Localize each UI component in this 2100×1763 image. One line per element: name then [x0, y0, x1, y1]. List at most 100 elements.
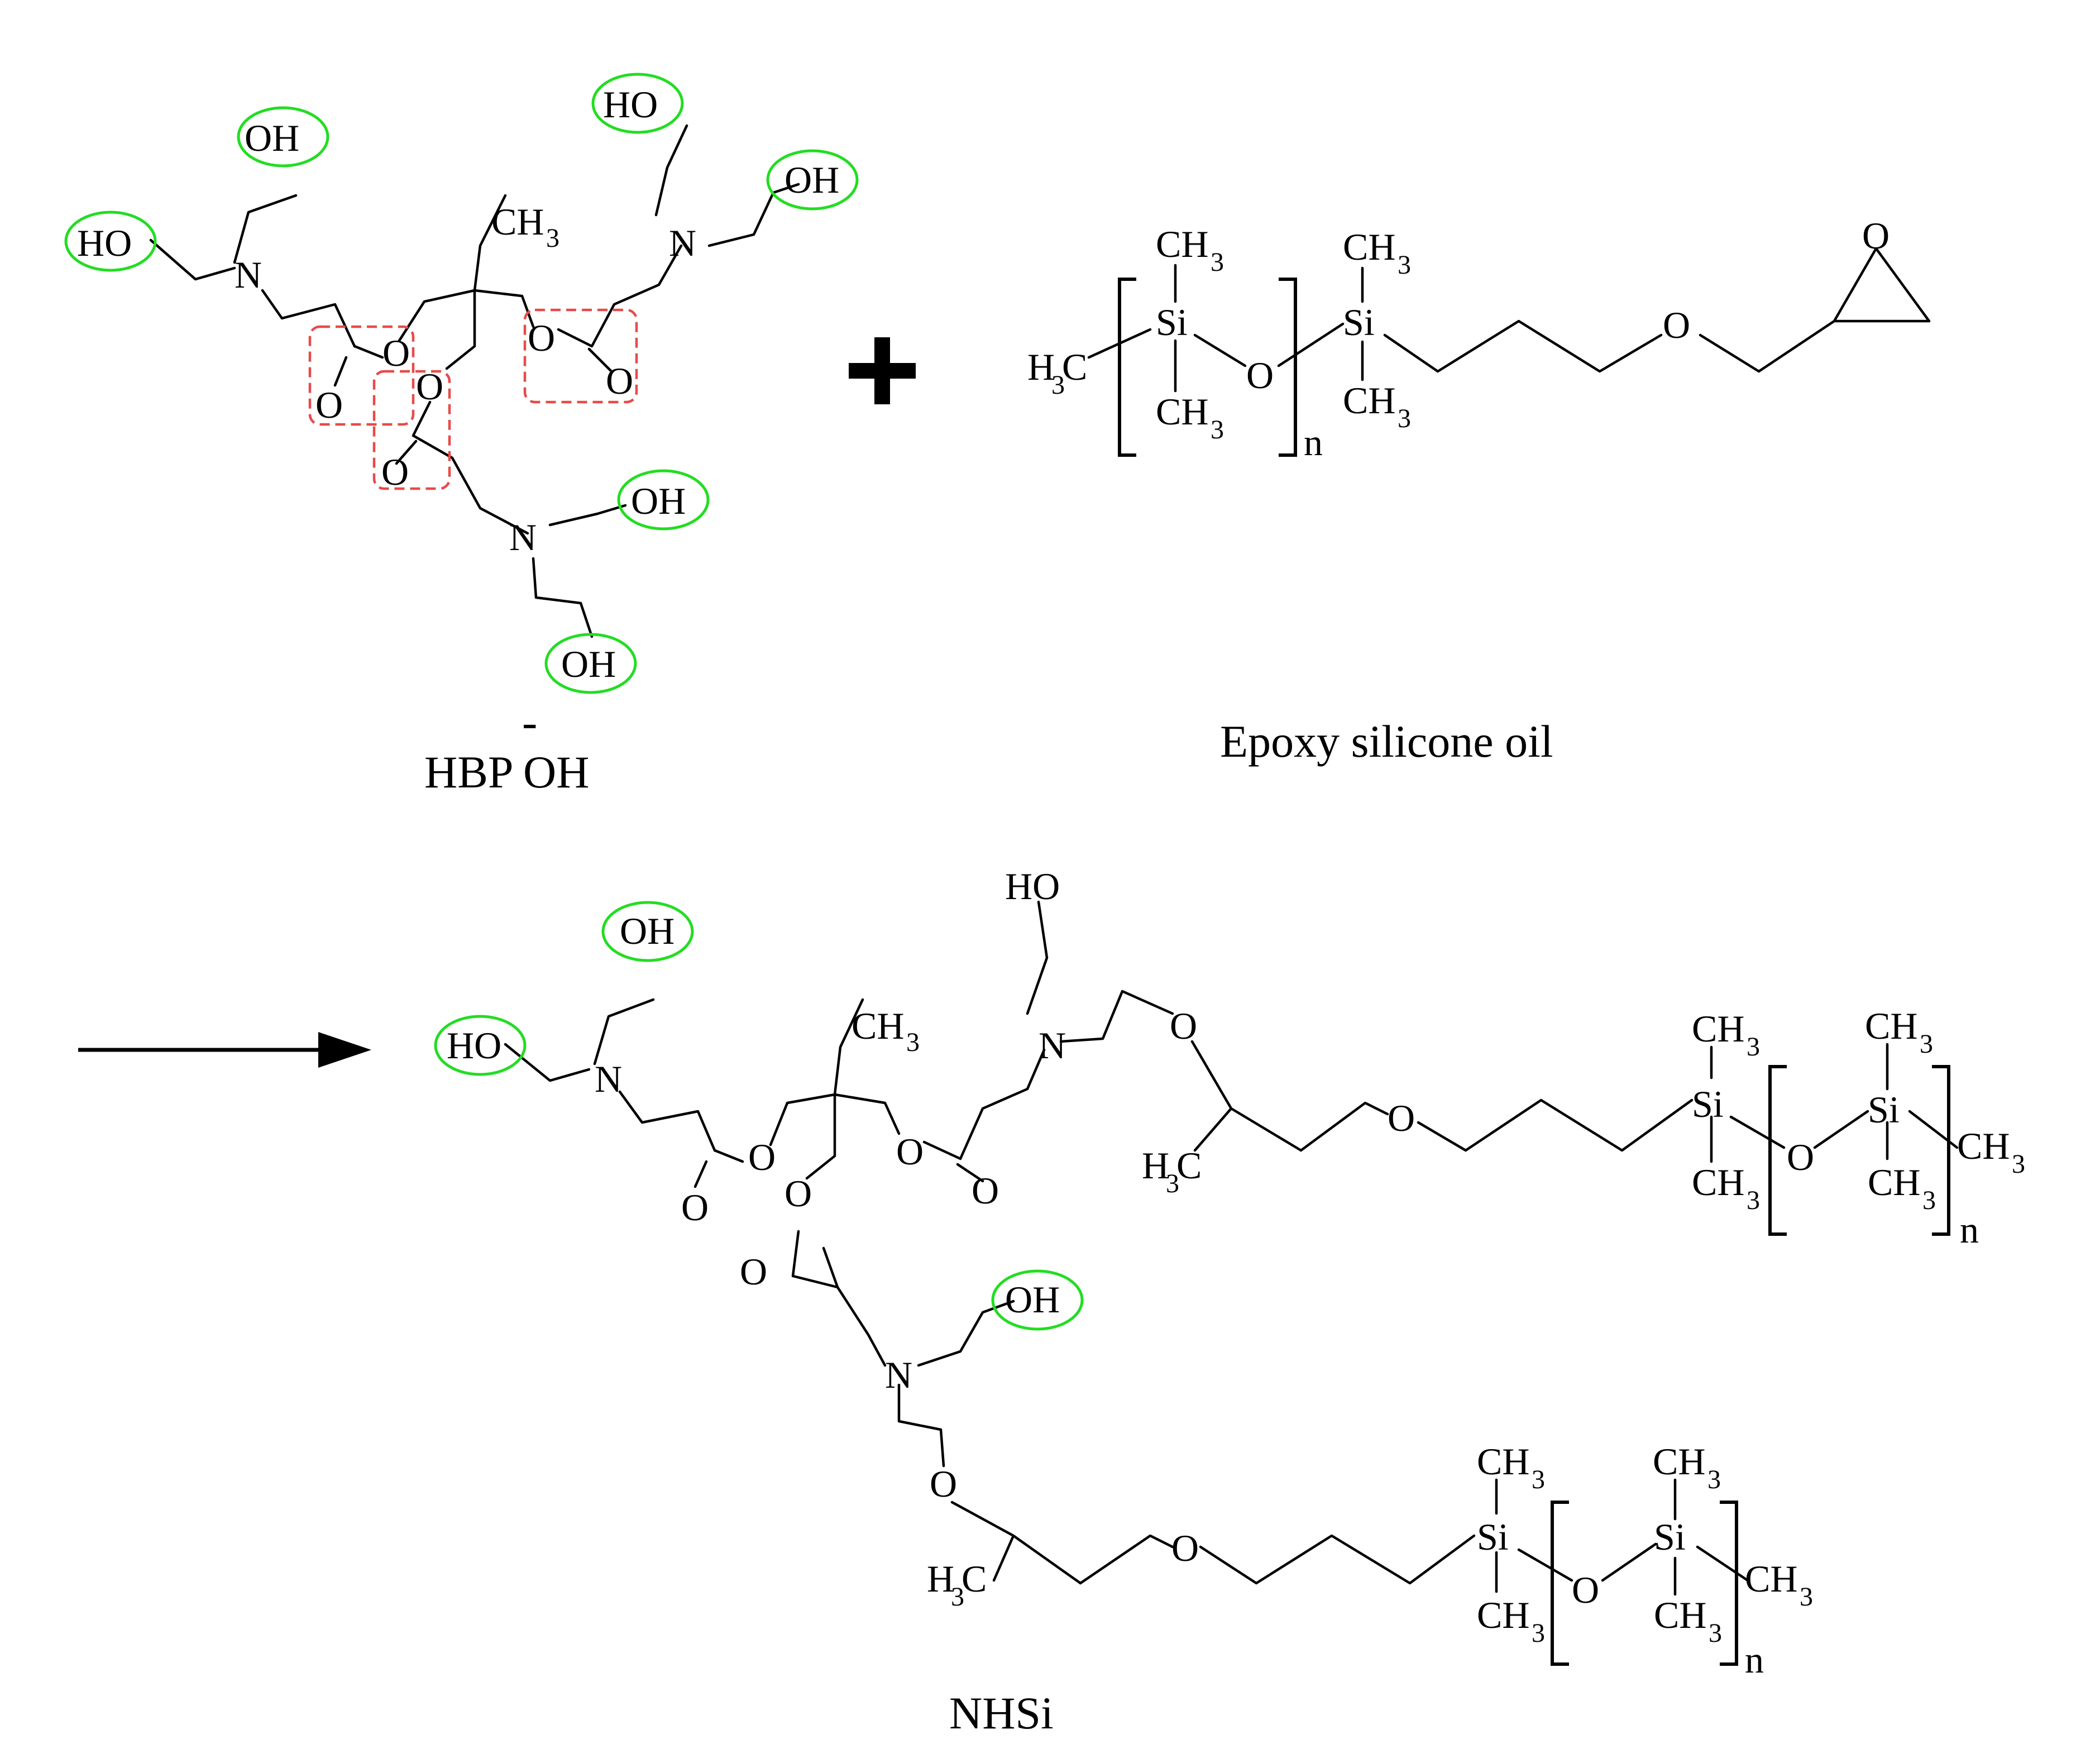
nhsi-atom-ch-11: CH: [1745, 1557, 1797, 1600]
esi-atom-sub-2: 3: [1211, 415, 1224, 445]
hbp-oh-atom-oh-2: OH: [784, 159, 839, 201]
esi-atom-ch-2: CH: [1156, 390, 1208, 433]
nhsi-hydroxyl-highlights: [434, 901, 1084, 1331]
nhsi-atom-sub-8: 3: [951, 1582, 964, 1612]
nhsi-atom-n-5: n: [1745, 1638, 1764, 1681]
bond: [593, 998, 655, 1066]
esi-atom-sub: 3: [1051, 370, 1065, 400]
nhsi-atom-h-1: H: [1142, 1144, 1169, 1187]
bond: [1277, 322, 1345, 367]
nhsi-atom-c-2: C: [961, 1557, 987, 1600]
nhsi-atom-ch-7: CH: [1477, 1440, 1529, 1483]
nhsi-atom-sub-3: 3: [1747, 1032, 1760, 1062]
repeat-bracket-right: [1279, 278, 1297, 457]
nhsi-atom-oh-1: OH: [620, 910, 675, 952]
hbp-oh-ester-highlights: [308, 308, 638, 490]
hbp-oh-atom-n-2: N: [669, 222, 696, 264]
hbp-oh-atom-o-6: O: [381, 451, 409, 493]
hbp-oh-arm-b-right: [707, 183, 800, 247]
esi-atom-ch-4: CH: [1343, 379, 1395, 422]
nhsi-atom-o-5: O: [972, 1169, 999, 1212]
esi-atom-si-2: Si: [1343, 301, 1375, 343]
nhsi-atom-o-1: O: [748, 1136, 776, 1178]
bond: [791, 1230, 839, 1289]
hbp-oh-bonds: [149, 238, 236, 281]
nhsi-atom-ch-3: CH: [1692, 1161, 1744, 1203]
nhsi-atom-sub-11: 3: [1707, 1465, 1721, 1494]
esi-atom-sub-3: 3: [1398, 250, 1411, 280]
nhsi-atom-o-2: O: [681, 1186, 709, 1229]
hydroxyl-ring: [237, 106, 329, 168]
nhsi-atom-sub-4: 3: [1747, 1186, 1760, 1215]
hbp-oh-atom-o-1: O: [382, 332, 410, 374]
nhsi-atom-sub-2: 3: [1166, 1169, 1179, 1198]
bond: [713, 1149, 744, 1163]
nhsi-atom-ch-10: CH: [1654, 1594, 1706, 1636]
hbp-oh-core: [398, 194, 507, 342]
hbp-oh-atom-oh-3: OH: [631, 480, 686, 522]
nhsi-atom-sub-1: 3: [906, 1028, 920, 1057]
nhsi-atom-sub-5: 3: [1920, 1029, 1933, 1059]
hydroxyl-ring: [591, 73, 684, 134]
bond: [1813, 1110, 1869, 1149]
hbp-oh-carbonyl-a: [333, 356, 348, 387]
nhsi-atom-n-1: N: [595, 1058, 622, 1100]
nhsi-atom-c-1: C: [1176, 1144, 1202, 1187]
nhsi-atom-o-6: O: [1170, 1005, 1197, 1047]
hbp-oh-atom-sub-1: 3: [546, 223, 559, 253]
bond: [693, 1160, 708, 1188]
nhsi-atom-sub-10: 3: [1532, 1618, 1545, 1648]
glycidyl-chain: [1699, 319, 1836, 373]
nhsi-atom-h-2: H: [927, 1557, 954, 1600]
hbp-oh-atom-n-1: N: [235, 254, 262, 296]
reactant2-label: Epoxy silicone oil: [1220, 716, 1553, 767]
nhsi-atom-o-8: O: [1787, 1136, 1814, 1178]
bond: [1199, 1534, 1476, 1585]
hbp-oh-arm-c-right: [548, 504, 627, 527]
nhsi-atom-o-3: O: [784, 1172, 812, 1215]
nhsi-atom-n-4: N: [885, 1354, 912, 1396]
hbp-oh-ester-b: [557, 244, 683, 348]
bond: [917, 1299, 1015, 1367]
nhsi-atom-si-1: Si: [1692, 1083, 1724, 1125]
hbp-oh-atom-o-5: O: [606, 360, 633, 402]
nhsi-atom-sub-12: 3: [1709, 1618, 1722, 1648]
nhsi-atom-oh-2: OH: [1005, 1278, 1060, 1321]
bond: [922, 1048, 1046, 1160]
bond: [1087, 328, 1152, 359]
hbp-oh-arm-c-down: [532, 557, 594, 638]
ester-box: [308, 325, 415, 426]
hbp-oh-atom-oh-1: OH: [245, 117, 299, 159]
product-label: NHSi: [949, 1688, 1054, 1738]
hydroxyl-ring: [991, 1269, 1084, 1331]
nhsi-atom-ch-4: CH: [1865, 1005, 1917, 1047]
plus-sign: [849, 337, 916, 404]
nhsi-atom-sub-13: 3: [1800, 1582, 1813, 1612]
hbp-oh-atom-o-2: O: [315, 384, 343, 426]
hbp-oh-atom-ch-1: CH: [491, 200, 544, 243]
bond: [1026, 900, 1049, 1015]
esi-atom-si-1: Si: [1156, 301, 1188, 343]
bond: [1299, 1101, 1389, 1152]
hbp-oh-atom-o-4: O: [528, 317, 555, 359]
reactant1-label: HBP OH: [424, 747, 589, 797]
hbp-oh-arm-b-upper: [654, 124, 688, 217]
nhsi-structure: OH HO N O O CH 3 O O O HO N O H 3 C O CH…: [434, 865, 2025, 1681]
bond: [833, 1093, 901, 1135]
nhsi-atom-si-2: Si: [1868, 1088, 1900, 1131]
repeat-bracket-left: [1118, 278, 1136, 457]
bond: [618, 1090, 716, 1152]
nhsi-atom-ch-5: CH: [1868, 1161, 1920, 1203]
bond: [1193, 333, 1247, 367]
bond: [1079, 1534, 1174, 1585]
nhsi-atom-o-12: O: [1572, 1569, 1599, 1611]
hydroxyl-ring: [64, 211, 157, 272]
esi-atom-ch-1: CH: [1156, 223, 1208, 265]
nhsi-atom-o-11: O: [1171, 1527, 1199, 1569]
bond: [1517, 1548, 1573, 1582]
nhsi-atom-sub-9: 3: [1532, 1465, 1545, 1494]
nhsi-bracket-upper-right: [1932, 1065, 1950, 1236]
hydroxyl-ring: [434, 1015, 527, 1076]
hbp-oh-arm-a: [261, 289, 356, 348]
